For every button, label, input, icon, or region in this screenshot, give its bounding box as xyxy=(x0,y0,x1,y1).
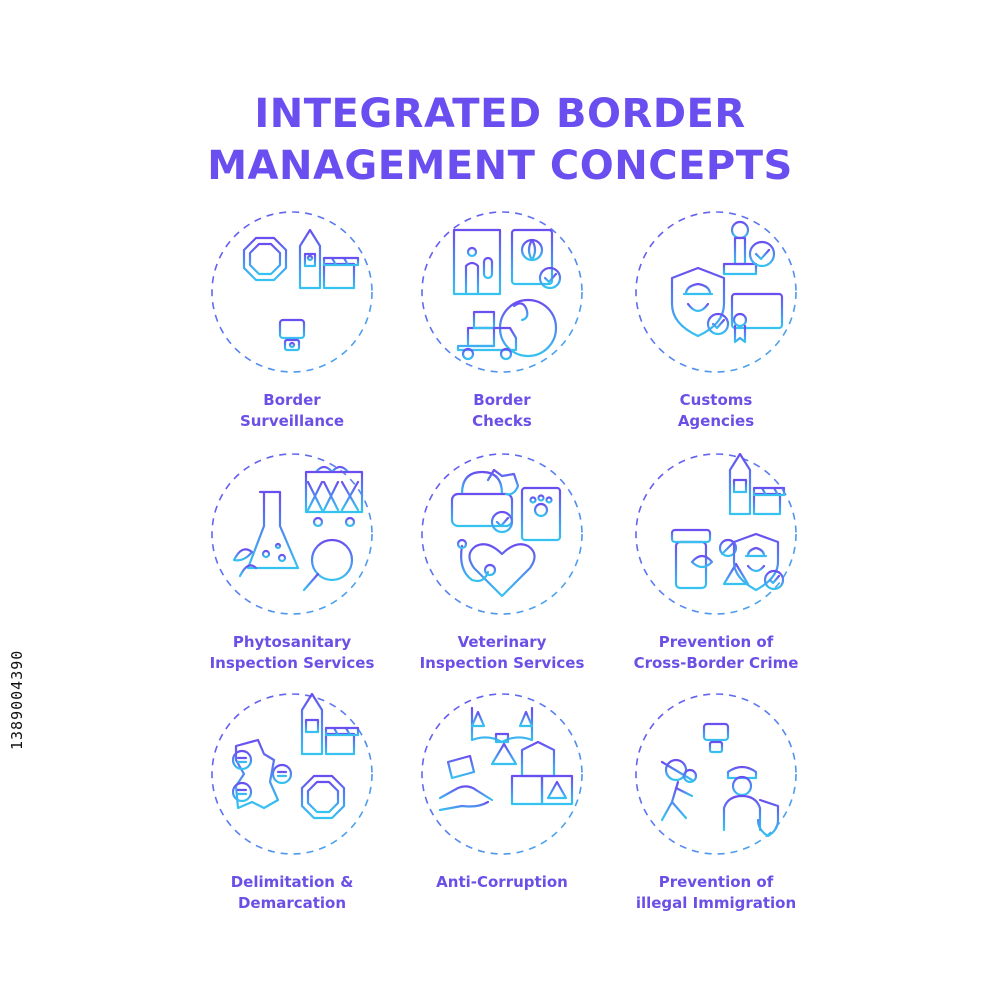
concept-border-checks: Border Checks xyxy=(382,208,622,432)
title-line-1: INTEGRATED BORDER xyxy=(254,91,746,137)
concept-anti-corruption: Anti-Corruption xyxy=(382,690,622,893)
delimitation-icon xyxy=(211,692,373,855)
concept-veterinary: Veterinary Inspection Services xyxy=(382,450,622,674)
concept-cross-border-crime: Prevention of Cross-Border Crime xyxy=(596,450,836,674)
concept-label: Prevention of illegal Immigration xyxy=(635,873,797,912)
concept-label: Veterinary Inspection Services xyxy=(419,633,585,672)
border-checks-icon xyxy=(421,211,583,373)
anti-corruption-icon xyxy=(421,693,583,855)
concept-illegal-immigration: Prevention of illegal Immigration xyxy=(596,690,836,914)
veterinary-icon xyxy=(421,453,583,615)
concept-label: Customs Agencies xyxy=(677,391,755,430)
cross-border-crime-icon xyxy=(635,452,797,615)
title-line-2: MANAGEMENT CONCEPTS xyxy=(207,143,793,189)
border-surveillance-icon xyxy=(211,211,373,373)
concept-border-surveillance: Border Surveillance xyxy=(172,208,412,432)
concept-label: Prevention of Cross-Border Crime xyxy=(633,633,799,672)
page-title: INTEGRATED BORDER MANAGEMENT CONCEPTS xyxy=(0,88,1000,192)
concept-label: Phytosanitary Inspection Services xyxy=(209,633,375,672)
illegal-immigration-icon xyxy=(635,693,797,855)
concept-delimitation: Delimitation & Demarcation xyxy=(172,690,412,914)
phytosanitary-icon xyxy=(211,453,373,615)
concept-label: Border Checks xyxy=(472,391,532,430)
concept-label: Border Surveillance xyxy=(239,391,345,430)
customs-agencies-icon xyxy=(635,211,797,373)
concept-label: Delimitation & Demarcation xyxy=(230,873,354,912)
concept-customs-agencies: Customs Agencies xyxy=(596,208,836,432)
concept-phytosanitary: Phytosanitary Inspection Services xyxy=(172,450,412,674)
stock-id-text: 1389004390 xyxy=(8,649,26,750)
concept-label: Anti-Corruption xyxy=(436,873,568,891)
